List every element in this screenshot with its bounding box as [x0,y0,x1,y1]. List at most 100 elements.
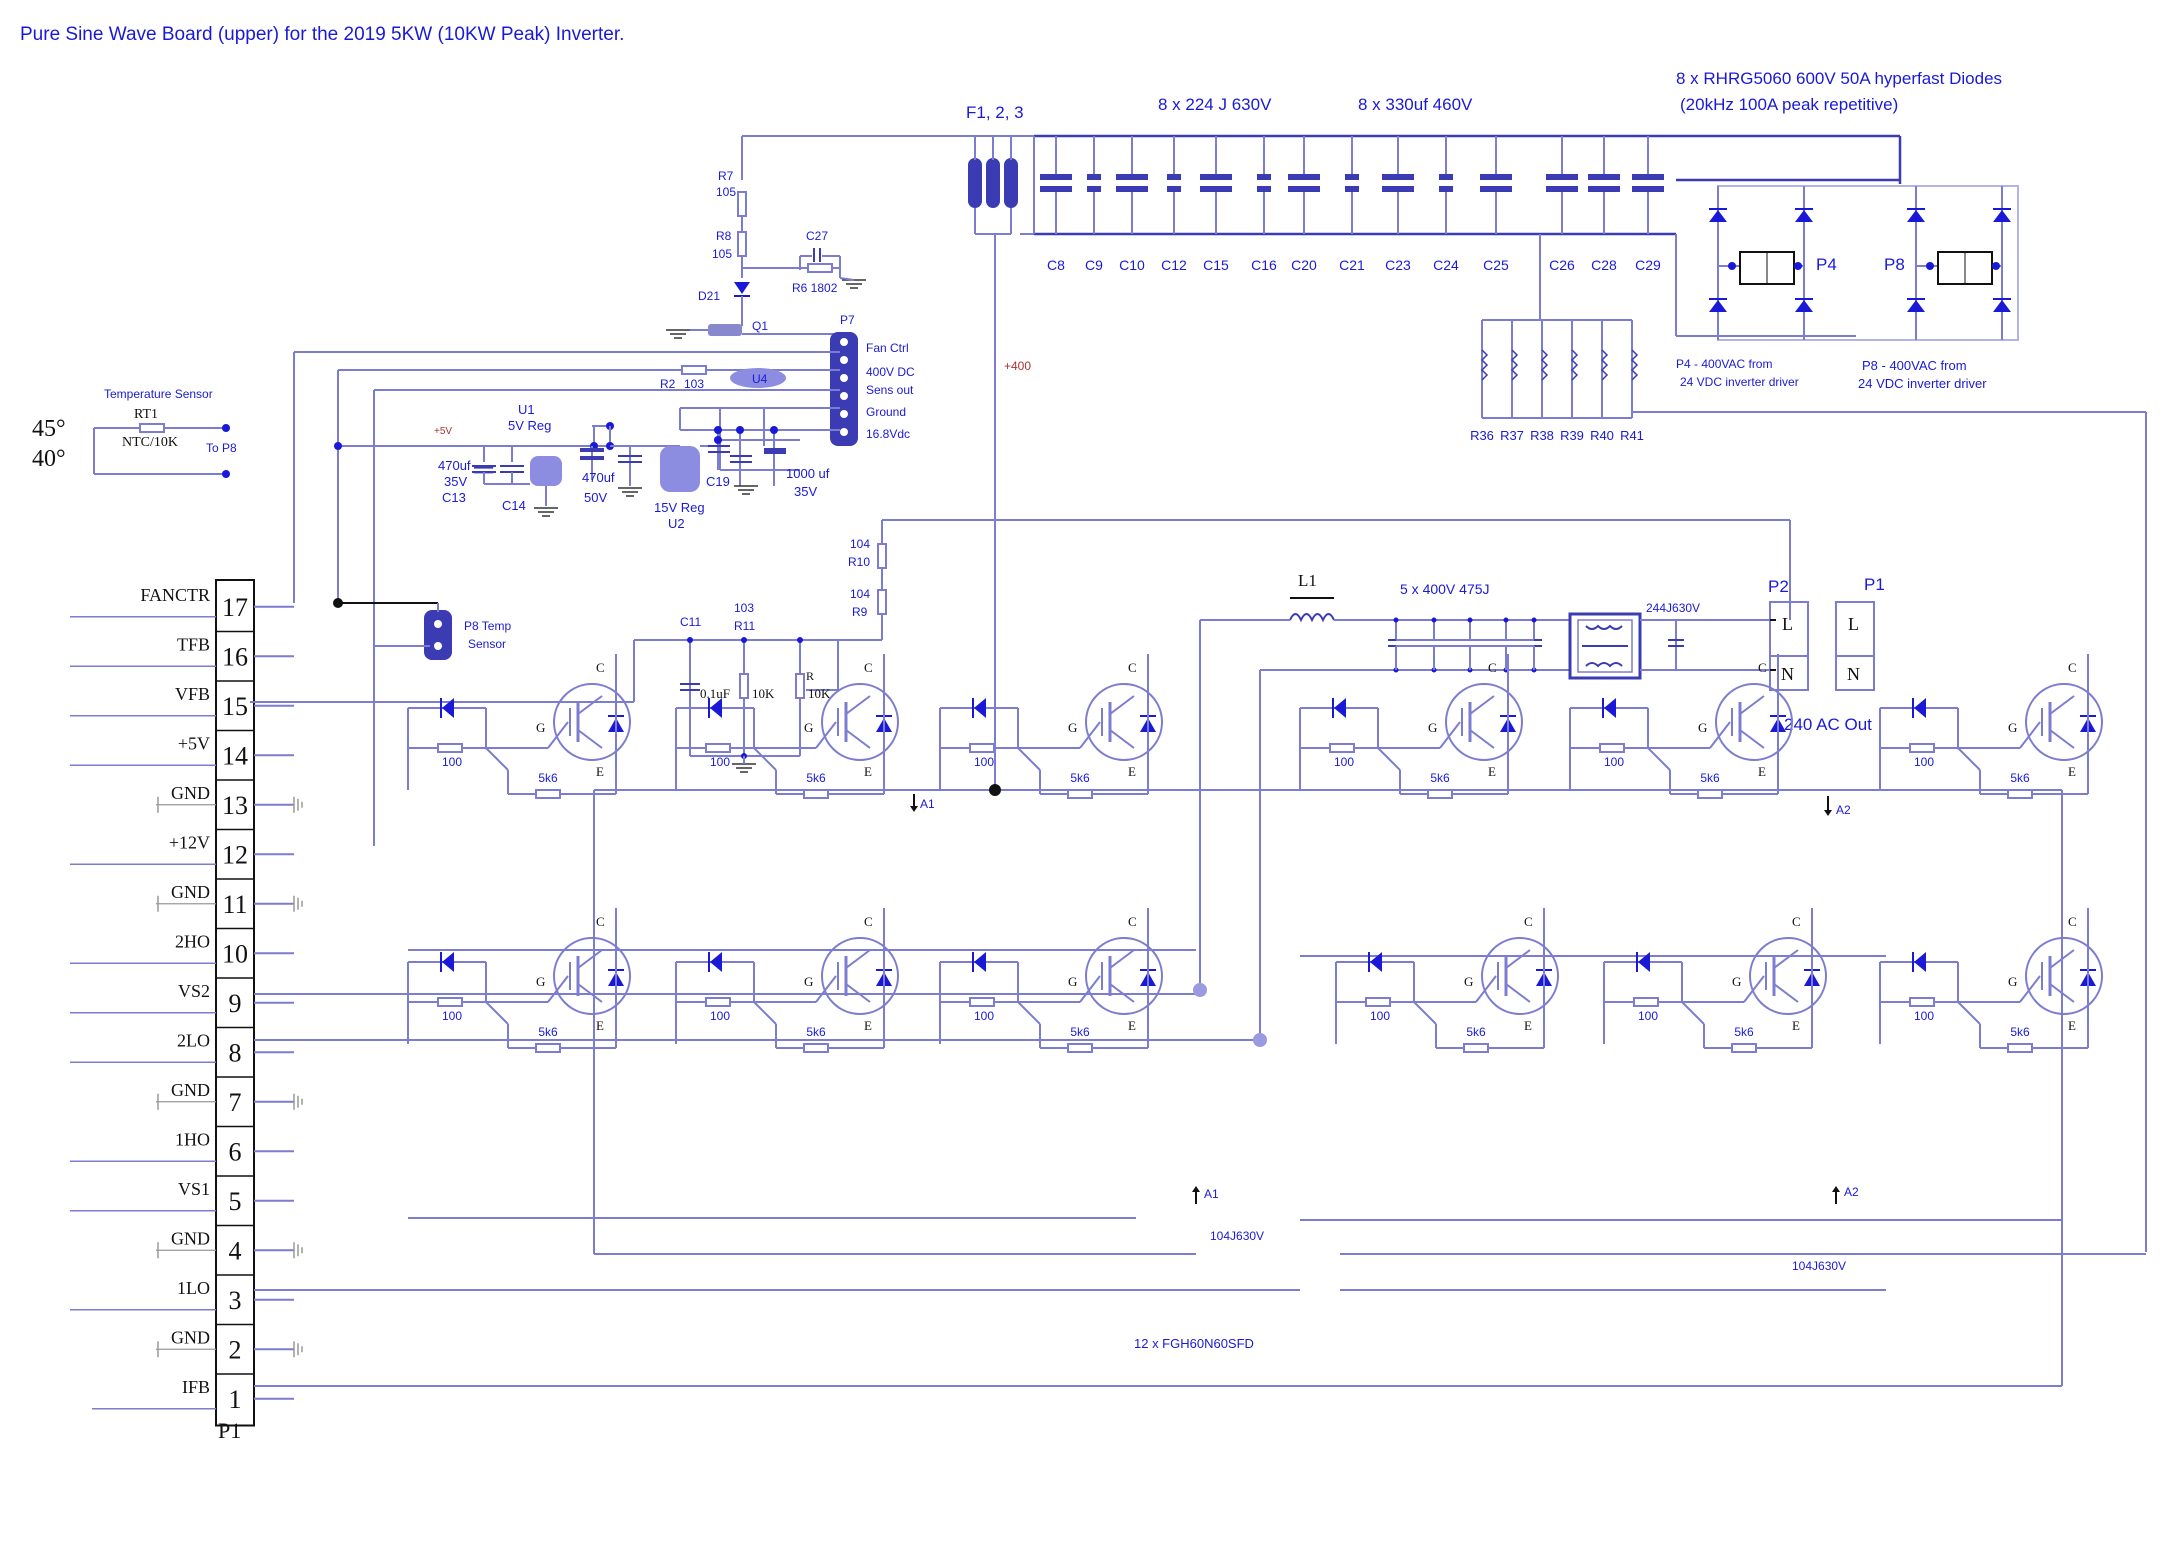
svg-text:5k6: 5k6 [1070,771,1090,785]
p1-pin-label: IFB [182,1377,210,1397]
p1-pin-label: GND [171,1327,210,1347]
cap-label: C20 [1291,257,1317,273]
svg-text:R8: R8 [716,229,732,243]
svg-text:G: G [804,974,813,989]
svg-text:100: 100 [710,755,730,769]
svg-text:C: C [1488,660,1497,675]
svg-text:100: 100 [1334,755,1354,769]
svg-text:C27: C27 [806,229,828,243]
p1-pin-7: 7 [229,1088,242,1117]
p1-pin-label: +12V [169,832,210,852]
temp-45: 45° [32,416,66,442]
svg-text:5k6: 5k6 [2010,771,2030,785]
svg-text:5V Reg: 5V Reg [508,418,551,433]
p1-pin-15: 15 [222,692,248,721]
svg-text:100: 100 [1914,755,1934,769]
svg-text:F1, 2, 3: F1, 2, 3 [966,103,1024,122]
p1-pin-label: FANCTR [140,585,210,605]
svg-text:P8: P8 [1884,255,1905,274]
svg-text:E: E [1128,764,1136,779]
svg-text:E: E [1792,1018,1800,1033]
svg-text:P2: P2 [1768,577,1789,596]
output-filter: L1 5 x 400V 475J 244J630V P2 P1 L N L N … [1199,571,1885,1038]
svg-text:10K: 10K [808,686,831,701]
svg-text:E: E [1488,764,1496,779]
h-bridge: 1005k6GCE1005k6GCE1005k6GCE1005k6GCE1005… [254,654,2146,1387]
svg-text:24 VDC inverter driver: 24 VDC inverter driver [1858,376,1987,391]
svg-text:470uf: 470uf [438,458,471,473]
svg-text:G: G [2008,974,2017,989]
svg-text:R10: R10 [848,555,870,569]
p1-pin-1: 1 [229,1385,242,1414]
ntc-label: NTC/10K [122,435,178,450]
cap-label: C21 [1339,257,1365,273]
svg-text:5k6: 5k6 [806,771,826,785]
svg-text:0.1uF: 0.1uF [700,686,730,701]
cap-label: C9 [1085,257,1103,273]
svg-text:C: C [1524,914,1533,929]
svg-text:E: E [596,1018,604,1033]
svg-text:5k6: 5k6 [1700,771,1720,785]
p1-pin-label: VFB [175,684,210,704]
cap-label: C15 [1203,257,1229,273]
svg-text:24 VDC inverter driver: 24 VDC inverter driver [1680,375,1799,389]
svg-text:C: C [596,914,605,929]
svg-text:103: 103 [684,377,704,391]
svg-text:R11: R11 [734,619,755,633]
svg-text:(20kHz 100A peak repetitive): (20kHz 100A peak repetitive) [1680,95,1898,114]
svg-text:104J630V: 104J630V [1792,1259,1846,1273]
svg-text:E: E [2068,1018,2076,1033]
svg-text:G: G [1698,720,1707,735]
cap-label: C10 [1119,257,1145,273]
svg-text:+400: +400 [1004,359,1031,373]
control-circuit: R7 105 R8 105 C27 R6 1802 D21 Q1 P7 [293,135,1062,846]
svg-text:P7: P7 [840,313,855,327]
svg-text:C: C [2068,660,2077,675]
hv-rail: F1, 2, 3 +400 8 x 224 J 630V 8 x 330uf 4… [966,69,2147,1252]
p1-pin-2: 2 [229,1335,242,1364]
svg-text:100: 100 [974,755,994,769]
svg-text:R7: R7 [718,169,734,183]
p1-pin-11: 11 [222,890,247,919]
svg-text:35V: 35V [794,484,817,499]
res-label: R39 [1560,428,1584,443]
svg-text:5k6: 5k6 [1430,771,1450,785]
svg-text:5k6: 5k6 [1466,1025,1486,1039]
svg-text:L: L [1848,614,1859,634]
p1-pin-label: 2LO [177,1030,210,1050]
svg-text:A1: A1 [1204,1187,1219,1201]
p1-pin-9: 9 [229,989,242,1018]
svg-text:1000 uf: 1000 uf [786,466,830,481]
svg-text:Sens out: Sens out [866,383,914,397]
svg-text:G: G [1068,974,1077,989]
svg-text:100: 100 [442,755,462,769]
svg-text:16.8Vdc: 16.8Vdc [866,427,910,441]
p1-pin-6: 6 [229,1137,242,1166]
svg-text:5 x 400V 475J: 5 x 400V 475J [1400,581,1490,597]
p1-connector-name: P1 [218,1418,241,1443]
svg-text:A2: A2 [1836,803,1851,817]
svg-text:100: 100 [1370,1009,1390,1023]
svg-text:E: E [1758,764,1766,779]
p1-pin-label: 1LO [177,1278,210,1298]
res-label: R38 [1530,428,1554,443]
cap-label: C23 [1385,257,1411,273]
svg-text:G: G [536,974,545,989]
svg-text:U2: U2 [668,516,685,531]
svg-text:5k6: 5k6 [1070,1025,1090,1039]
svg-text:E: E [596,764,604,779]
svg-text:U1: U1 [518,402,535,417]
svg-text:G: G [1732,974,1741,989]
svg-text:N: N [1781,664,1794,684]
svg-text:C: C [1128,660,1137,675]
svg-text:P4: P4 [1816,255,1837,274]
svg-text:15V Reg: 15V Reg [654,500,705,515]
p1-pin-8: 8 [229,1038,242,1067]
svg-text:12 x FGH60N60SFD: 12 x FGH60N60SFD [1134,1336,1254,1351]
